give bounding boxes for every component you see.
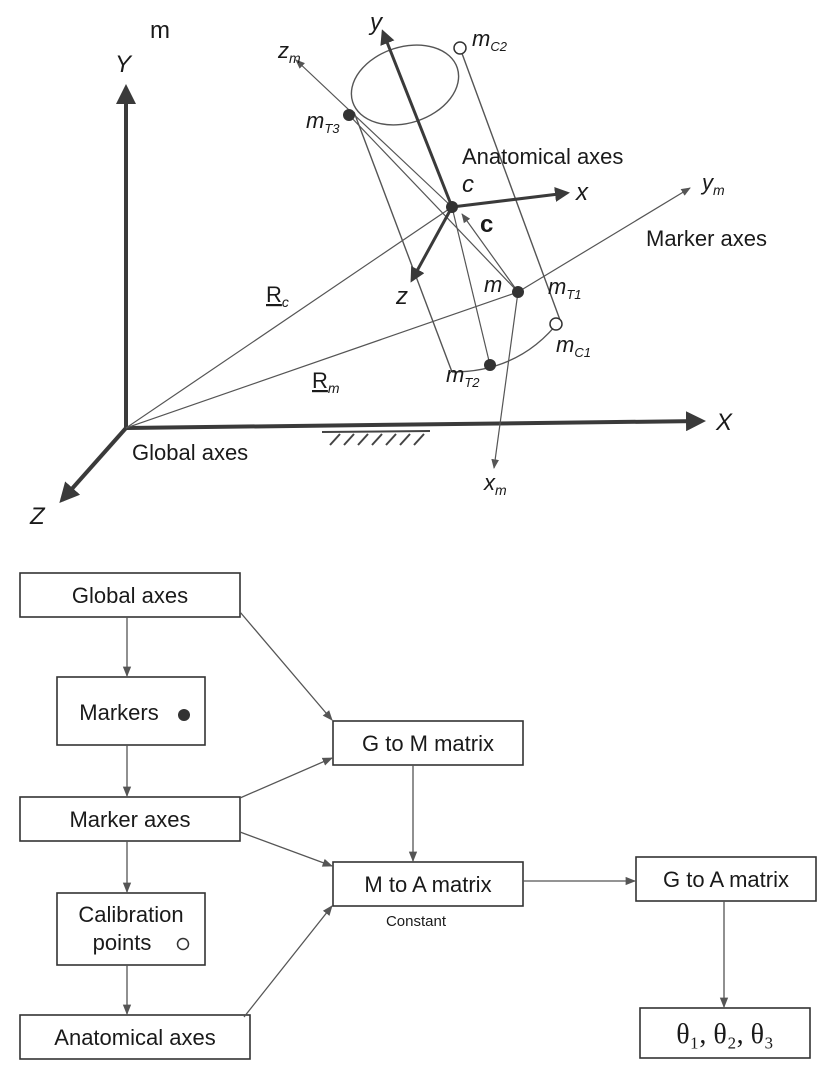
arrow-marker-axes-to-ma xyxy=(239,831,333,867)
point-mc1 xyxy=(549,317,563,331)
svg-text:Marker axes: Marker axes xyxy=(69,807,190,832)
anatomical-axes-caption: Anatomical axes xyxy=(462,144,623,169)
point-c xyxy=(446,201,458,213)
anat-origin-label: c xyxy=(462,171,474,198)
anat-z-axis xyxy=(410,206,454,283)
anat-x-axis xyxy=(451,187,570,209)
label-mc2: mC2 xyxy=(472,26,508,54)
svg-text:Markers: Markers xyxy=(79,700,158,725)
anat-c-vector xyxy=(461,213,519,293)
svg-text:Calibration: Calibration xyxy=(78,902,183,927)
marker-ym-axis xyxy=(517,187,691,293)
flowchart: Global axes Markers Marker axes Calibrat… xyxy=(19,572,817,1060)
ground-hatching xyxy=(321,430,431,446)
vector-rm xyxy=(125,291,519,429)
box-g-to-m-matrix: G to M matrix xyxy=(332,720,524,766)
marker-line-t2 xyxy=(451,206,491,366)
svg-text:M to A matrix: M to A matrix xyxy=(364,872,491,897)
box-global-axes: Global axes xyxy=(19,572,241,618)
arrow-anatomical-to-ma xyxy=(243,905,333,1018)
box-g-to-a-matrix: G to A matrix xyxy=(635,856,817,902)
rm-label: Rm xyxy=(312,368,340,396)
marker-line-t3 xyxy=(348,114,519,293)
marker-origin-label: m xyxy=(484,272,502,297)
marker-ym-label: ym xyxy=(700,170,725,198)
box-calibration-points: Calibration points xyxy=(56,892,206,966)
calibration-circle-icon xyxy=(176,937,190,951)
label-mt3: mT3 xyxy=(306,108,340,136)
global-z-axis xyxy=(59,426,128,503)
vector-rc xyxy=(125,206,453,429)
global-x-axis xyxy=(125,411,706,432)
svg-text:G to M matrix: G to M matrix xyxy=(362,731,494,756)
anat-c-label: c xyxy=(480,211,493,238)
marker-dot-icon xyxy=(178,709,190,721)
top-left-label: m xyxy=(150,17,170,44)
rc-label: Rc xyxy=(266,282,289,310)
label-mc1: mC1 xyxy=(556,332,591,360)
point-m xyxy=(512,286,524,298)
anat-zm-axis xyxy=(295,59,453,208)
scene-3d: m Y X Z Global axes Rc Rm xyxy=(29,9,767,530)
global-z-label: Z xyxy=(29,503,46,530)
svg-text:θ₁, θ₂, θ₃: θ₁, θ₂, θ₃ xyxy=(676,1019,774,1050)
marker-xm-label: xm xyxy=(483,470,507,498)
global-x-label: X xyxy=(715,409,733,436)
box-angles-output: θ₁, θ₂, θ₃ xyxy=(639,1007,811,1059)
svg-text:Rm: Rm xyxy=(312,368,340,396)
box-markers: Markers xyxy=(56,676,206,746)
label-mt1: mT1 xyxy=(548,274,582,302)
global-axes-caption: Global axes xyxy=(132,440,248,465)
box-m-to-a-matrix: M to A matrix xyxy=(332,861,524,907)
marker-axes-caption: Marker axes xyxy=(646,226,767,251)
constant-label: Constant xyxy=(386,913,447,930)
box-marker-axes: Marker axes xyxy=(19,796,241,842)
svg-text:Anatomical axes: Anatomical axes xyxy=(54,1025,215,1050)
anat-y-axis xyxy=(380,29,454,208)
anat-zm-label: zm xyxy=(277,38,301,66)
box-anatomical-axes: Anatomical axes xyxy=(19,1014,251,1060)
arrow-global-to-gm xyxy=(239,611,333,721)
marker-xm-axis xyxy=(491,291,519,469)
svg-text:Rc: Rc xyxy=(266,282,289,310)
svg-text:points: points xyxy=(93,930,152,955)
point-mt3 xyxy=(343,109,355,121)
label-mt2: mT2 xyxy=(446,362,480,390)
svg-text:Global axes: Global axes xyxy=(72,583,188,608)
arrow-marker-axes-to-gm xyxy=(239,757,333,799)
anat-z-label: z xyxy=(395,283,408,310)
point-mc2 xyxy=(453,41,467,55)
anat-x-label: x xyxy=(575,179,589,206)
point-mt2 xyxy=(484,359,496,371)
anat-y-label: y xyxy=(368,9,384,36)
global-y-label: Y xyxy=(115,51,133,78)
svg-text:G to A matrix: G to A matrix xyxy=(663,867,789,892)
